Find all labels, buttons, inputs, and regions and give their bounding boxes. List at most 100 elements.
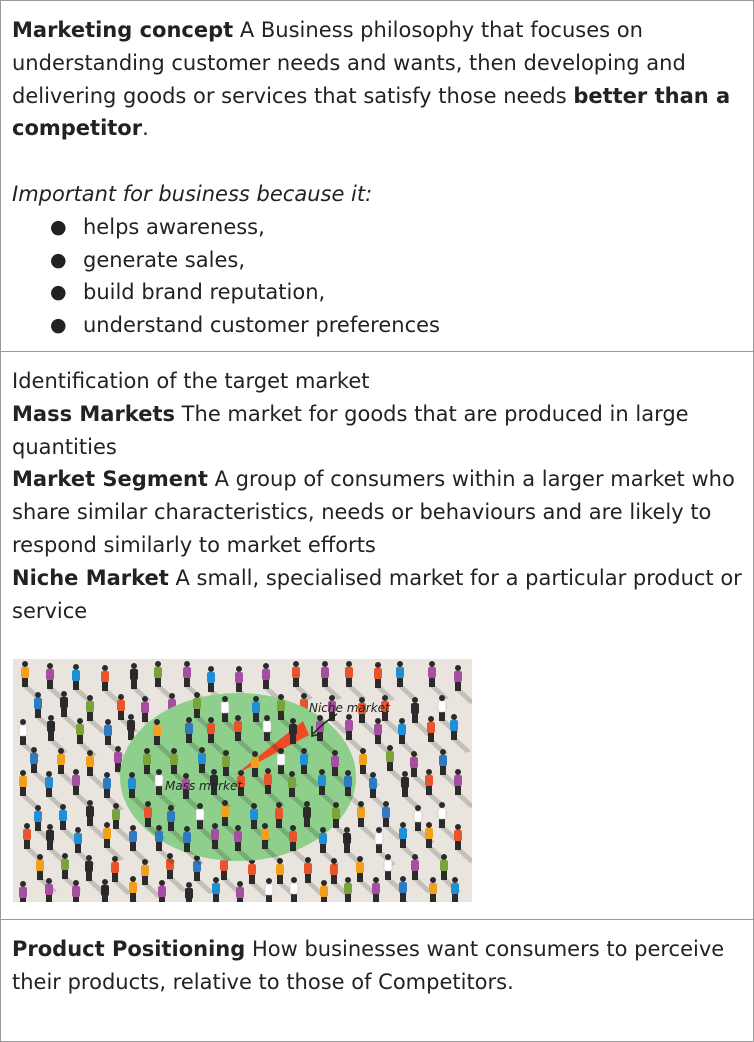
importance-list: ●helps awareness, ●generate sales, ●buil… bbox=[12, 211, 742, 342]
person-figure bbox=[345, 661, 366, 700]
person-figure bbox=[130, 663, 151, 702]
person-figure bbox=[289, 877, 299, 902]
person-figure bbox=[292, 661, 313, 700]
person-figure bbox=[112, 803, 133, 842]
person-figure bbox=[104, 719, 125, 758]
person-figure bbox=[261, 823, 282, 862]
person-figure bbox=[86, 800, 107, 839]
crowd-people-back bbox=[18, 661, 472, 902]
list-item: ●understand customer preferences bbox=[12, 309, 742, 342]
person-figure bbox=[411, 697, 432, 736]
niche-market-term: Niche Market bbox=[12, 565, 169, 590]
mass-vs-niche-market-illustration: Niche market Mass market bbox=[13, 659, 472, 902]
person-figure bbox=[185, 882, 193, 902]
person-figure bbox=[300, 748, 321, 787]
spacer bbox=[12, 145, 742, 178]
person-figure bbox=[374, 662, 395, 701]
list-item: ●generate sales, bbox=[12, 244, 742, 277]
person-figure bbox=[103, 822, 124, 861]
product-positioning-term: Product Positioning bbox=[12, 937, 246, 961]
list-item: ●helps awareness, bbox=[12, 211, 742, 244]
person-figure bbox=[45, 878, 53, 902]
person-figure bbox=[47, 715, 68, 754]
bullet-icon: ● bbox=[50, 248, 67, 271]
person-figure bbox=[101, 879, 109, 902]
importance-heading: Important for business because it: bbox=[12, 181, 373, 206]
person-figure bbox=[289, 718, 310, 757]
person-figure bbox=[61, 853, 82, 892]
person-figure bbox=[210, 769, 231, 808]
target-market-cell: Identification of the target market Mass… bbox=[0, 351, 754, 920]
person-figure bbox=[211, 823, 232, 862]
person-figure bbox=[319, 827, 340, 866]
product-positioning-cell: Product Positioning How businesses want … bbox=[0, 919, 754, 1042]
person-figure bbox=[429, 877, 437, 902]
person-figure bbox=[264, 878, 274, 902]
person-figure bbox=[86, 750, 107, 789]
marketing-concept-term: Marketing concept bbox=[12, 18, 234, 42]
person-figure bbox=[183, 661, 204, 700]
person-figure bbox=[332, 802, 353, 841]
person-figure bbox=[321, 661, 342, 700]
person-figure bbox=[111, 856, 132, 895]
person-figure bbox=[182, 773, 203, 812]
niche-market-definition: Niche Market A small, specialised market… bbox=[12, 565, 742, 623]
bullet-icon: ● bbox=[50, 314, 67, 337]
person-figure bbox=[328, 695, 349, 734]
target-market-intro: Identification of the target market bbox=[12, 369, 370, 393]
person-figure bbox=[381, 695, 402, 734]
person-figure bbox=[183, 826, 204, 865]
person-figure bbox=[236, 881, 244, 902]
person-figure bbox=[357, 801, 378, 840]
person-figure bbox=[234, 715, 255, 754]
person-figure bbox=[128, 772, 149, 811]
person-figure bbox=[382, 801, 403, 840]
person-figure bbox=[18, 719, 40, 758]
person-figure bbox=[74, 827, 95, 866]
person-figure bbox=[129, 876, 139, 902]
bullet-icon: ● bbox=[50, 215, 67, 238]
person-figure bbox=[396, 661, 417, 700]
crowd-graphic: Niche market Mass market bbox=[18, 661, 472, 902]
person-figure bbox=[154, 769, 176, 808]
person-figure bbox=[86, 695, 107, 734]
person-figure bbox=[411, 854, 432, 893]
better-than-competitor-emphasis: better than a competitor bbox=[12, 83, 731, 141]
person-figure bbox=[372, 877, 380, 902]
market-segment-definition: Market Segment A group of consumers with… bbox=[12, 467, 735, 557]
person-figure bbox=[19, 881, 27, 902]
marketing-concept-cell: Marketing concept A Business philosophy … bbox=[0, 0, 754, 352]
person-figure bbox=[288, 771, 309, 810]
person-figure bbox=[344, 770, 365, 809]
mass-markets-term: Mass Markets bbox=[12, 401, 175, 426]
person-figure bbox=[344, 877, 352, 902]
market-segment-term: Market Segment bbox=[12, 467, 208, 492]
person-figure bbox=[289, 825, 310, 864]
person-figure bbox=[454, 665, 472, 704]
person-figure bbox=[19, 770, 40, 809]
person-figure bbox=[320, 880, 328, 902]
mass-market-label: Mass market bbox=[165, 779, 243, 793]
person-figure bbox=[428, 661, 449, 700]
niche-arrowhead-icon bbox=[311, 726, 322, 737]
person-figure bbox=[207, 717, 228, 756]
person-figure bbox=[454, 769, 472, 808]
person-figure bbox=[212, 877, 220, 902]
person-figure bbox=[166, 853, 187, 892]
product-positioning-definition: Product Positioning How businesses want … bbox=[12, 937, 725, 994]
person-figure bbox=[193, 855, 214, 894]
person-figure bbox=[153, 719, 174, 758]
person-figure bbox=[234, 825, 255, 864]
niche-market-label: Niche market bbox=[309, 701, 391, 715]
person-figure bbox=[34, 805, 55, 844]
crowd-people-front bbox=[128, 692, 365, 866]
person-figure bbox=[451, 877, 459, 902]
person-figure bbox=[158, 880, 166, 902]
person-figure bbox=[454, 824, 472, 863]
person-figure bbox=[450, 714, 471, 753]
person-figure bbox=[129, 825, 150, 864]
person-figure bbox=[155, 825, 176, 864]
person-figure bbox=[101, 665, 122, 704]
mass-markets-definition: Mass Markets The market for goods that a… bbox=[12, 401, 689, 459]
